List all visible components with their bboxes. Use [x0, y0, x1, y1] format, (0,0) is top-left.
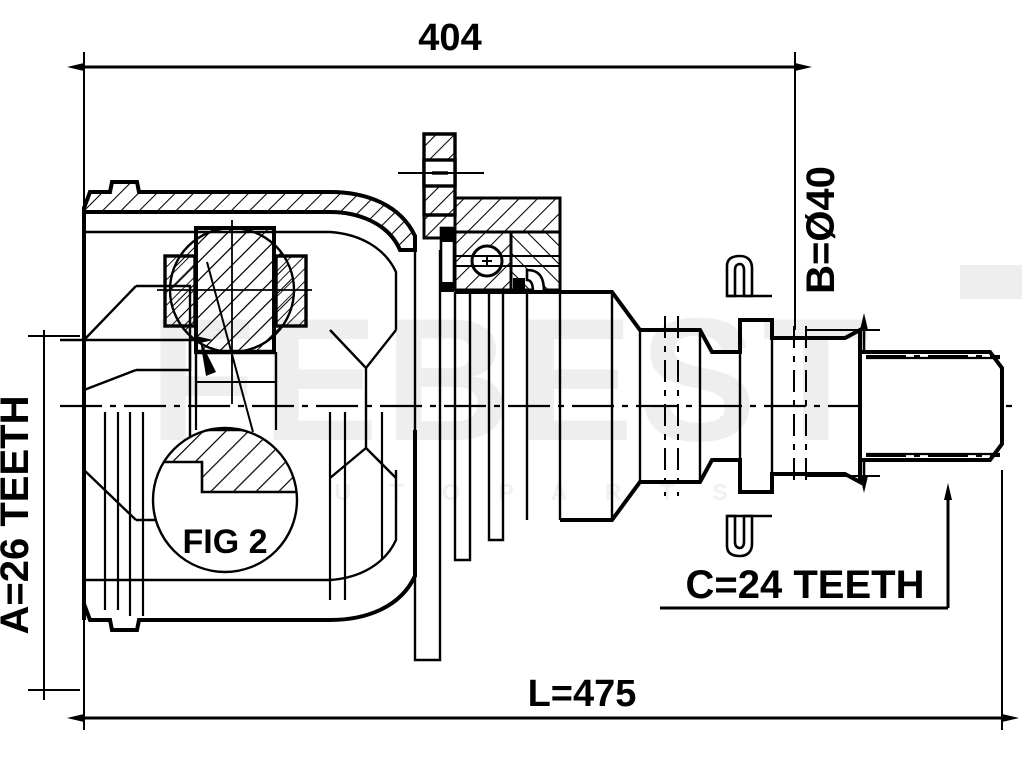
dimension-C24-label: C=24 TEETH: [686, 563, 925, 607]
dimension-404-label: 404: [418, 17, 481, 59]
dimension-B40-label: B=Ø40: [799, 166, 843, 294]
housing-hidden-lines: [103, 404, 384, 616]
splined-stub-end: [858, 350, 1004, 462]
cv-joint-outer-housing: [82, 180, 417, 632]
upper-shaft-hidden-lines: [196, 352, 276, 404]
watermark-accent-block: [960, 265, 1022, 299]
fig2-leader-line: [200, 261, 254, 433]
drive-shaft-body: [558, 254, 930, 558]
shaft-web-flange: [413, 250, 529, 662]
dimension-L475-label: L=475: [528, 673, 637, 715]
fig2-label: FIG 2: [182, 523, 267, 561]
cv-joint-ball-and-cage: [157, 220, 312, 404]
dimension-A26-teeth: A=26 TEETH: [0, 330, 80, 700]
dimension-A26-label: A=26 TEETH: [0, 396, 37, 635]
wheel-bearing-assembly: [439, 196, 562, 294]
dimension-C24-teeth: C=24 TEETH: [660, 483, 952, 610]
dimension-L475: L=475: [67, 470, 1019, 730]
dimension-404: 404: [67, 17, 812, 345]
fig2-detail-circle: FIG 2: [151, 426, 299, 574]
